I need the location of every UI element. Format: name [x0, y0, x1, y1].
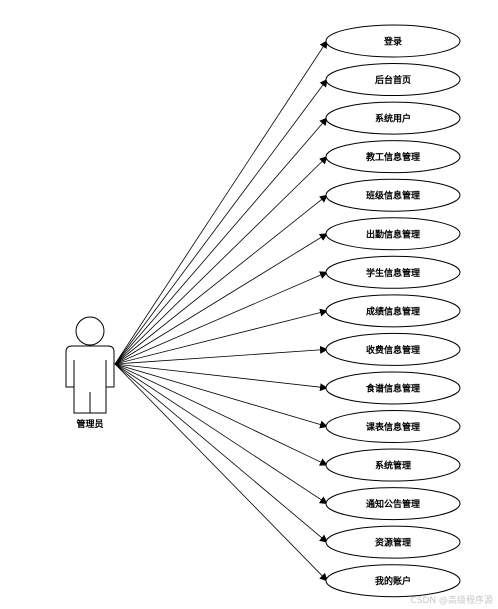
use-case-ellipse: [325, 101, 461, 135]
use-case-ellipse: [325, 410, 461, 443]
association-line: [114, 271, 328, 365]
use-case-ellipse: [325, 525, 461, 559]
association-line: [114, 117, 328, 365]
use-case-label: 成绩信息管理: [366, 305, 420, 317]
association-line: [114, 363, 328, 392]
use-case-label: 课表信息管理: [366, 421, 420, 433]
use-case-label: 收费信息管理: [366, 344, 420, 356]
use-case-ellipse: [325, 564, 461, 598]
use-case-label: 系统管理: [375, 460, 411, 472]
use-case-ellipse: [325, 294, 461, 328]
use-case-label: 通知公告管理: [366, 498, 420, 510]
watermark: CSDN @高级程序源: [410, 594, 493, 606]
association-line: [114, 308, 328, 365]
use-case-label: 我的账户: [375, 575, 411, 587]
association-line: [114, 363, 328, 505]
use-case-label: 系统用户: [375, 113, 411, 125]
association-line: [114, 194, 328, 365]
use-case-ellipse: [325, 217, 461, 251]
actor-figure: 管理员: [65, 316, 115, 430]
use-cases: 登录后台首页系统用户教工信息管理班级信息管理出勤信息管理学生信息管理成绩信息管理…: [325, 24, 461, 598]
association-line: [114, 363, 328, 429]
use-case-ellipse: [325, 371, 461, 405]
use-case-label: 资源管理: [375, 537, 411, 549]
actor-head: [75, 316, 105, 346]
association-line: [114, 363, 328, 466]
association-line: [114, 363, 328, 582]
use-case-label: 食谱信息管理: [365, 382, 420, 394]
use-case-label: 出勤信息管理: [366, 228, 420, 240]
use-case-ellipse: [325, 178, 461, 212]
association-line: [114, 345, 328, 365]
use-case-ellipse: [325, 332, 461, 366]
use-case-label: 学生信息管理: [366, 267, 420, 279]
actor-label: 管理员: [76, 418, 103, 430]
association-line: [114, 155, 328, 365]
use-case-ellipse: [325, 255, 461, 289]
use-case-label: 教工信息管理: [365, 151, 420, 163]
association-line: [114, 363, 328, 543]
use-case-ellipse: [325, 63, 461, 97]
use-case-label: 后台首页: [375, 74, 411, 86]
actor-body: [65, 345, 115, 414]
association-line: [114, 233, 328, 365]
association-line: [114, 40, 328, 365]
association-line: [114, 78, 328, 365]
use-case-ellipse: [325, 140, 461, 174]
association-lines: [114, 40, 328, 582]
use-case-ellipse: [325, 24, 461, 58]
use-case-ellipse: [325, 448, 461, 482]
use-case-label: 班级信息管理: [366, 190, 420, 202]
use-case-ellipse: [325, 487, 461, 521]
use-case-label: 登录: [383, 36, 402, 48]
